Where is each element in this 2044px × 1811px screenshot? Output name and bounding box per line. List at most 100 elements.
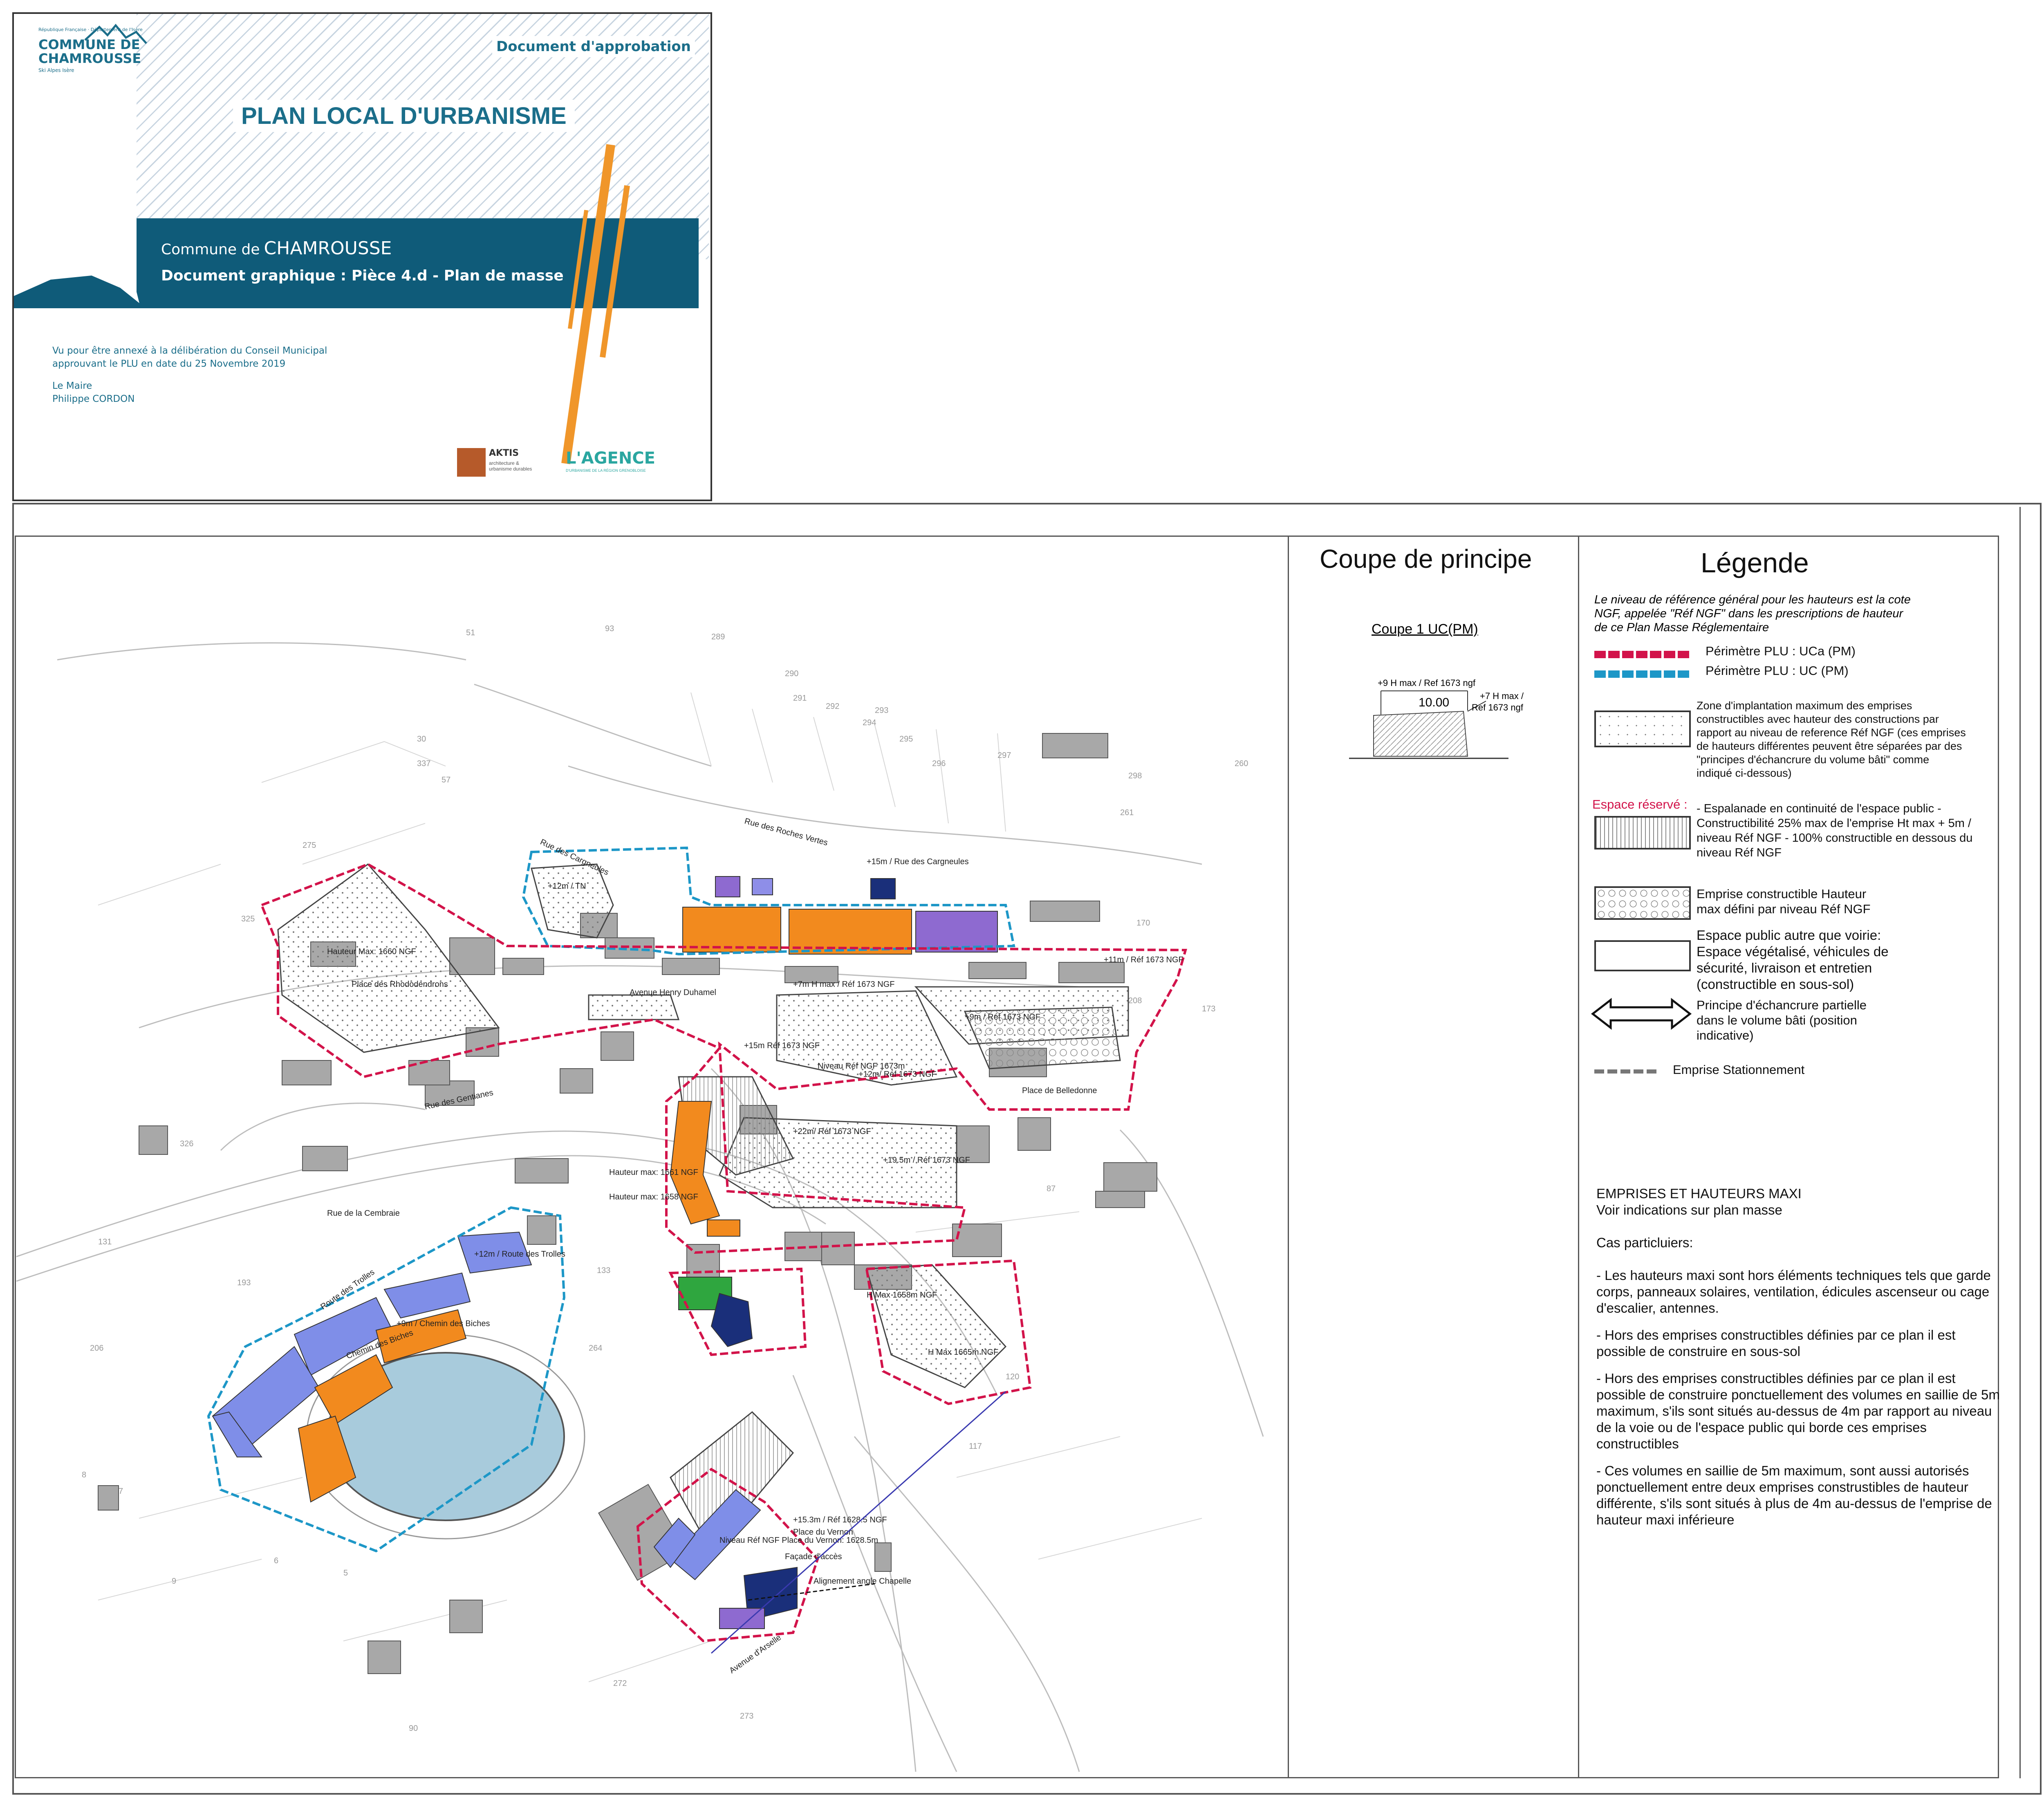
label-12m-tn: +12m / TN (548, 882, 586, 891)
label-place-belledonne: Place de Belledonne (1022, 1086, 1097, 1095)
svg-text:261: 261 (1120, 808, 1134, 817)
legend-column-divider (1578, 536, 1579, 1778)
title-band (14, 218, 699, 308)
commune-logo: République Française · Département de l'… (38, 24, 147, 73)
agence-sub: D'URBANISME DE LA RÉGION GRENOBLOISE (566, 468, 646, 473)
notes-paragraph: - Les hauteurs maxi sont hors éléments t… (1596, 1268, 1991, 1316)
notes-paragraph: - Ces volumes en saillie de 5m maximum, … (1596, 1463, 1992, 1527)
label-9m-chemin-biches: +9m / Chemin des Biches (397, 1319, 490, 1328)
coupe-dimension: 10.00 (1419, 696, 1449, 709)
svg-text:131: 131 (98, 1237, 112, 1246)
aktis-logo-mark (457, 448, 486, 477)
svg-text:208: 208 (1128, 996, 1142, 1005)
outer-margin-line (2019, 507, 2021, 1778)
logo-sub: Ski Alpes Isère (38, 67, 74, 73)
svg-text:120: 120 (1006, 1372, 1019, 1381)
svg-text:275: 275 (303, 841, 316, 850)
label-12m-ref: +12m/ Réf 1673 NGF (858, 1070, 937, 1079)
svg-text:93: 93 (605, 624, 614, 633)
svg-text:173: 173 (1202, 1004, 1215, 1013)
approval-line-1: Vu pour être annexé à la délibération du… (52, 345, 327, 356)
svg-text:325: 325 (241, 914, 255, 923)
svg-text:326: 326 (180, 1139, 193, 1148)
coupe-title: Coupe de principe (1320, 544, 1532, 574)
label-avenue-henry-duhamel: Avenue Henry Duhamel (630, 988, 716, 997)
notes-block: EMPRISES ET HAUTEURS MAXI Voir indicatio… (1596, 1186, 2005, 1539)
svg-text:57: 57 (442, 776, 450, 784)
legend-swatch-implantation (1594, 711, 1691, 747)
coupe-subtitle: Coupe 1 UC(PM) (1372, 621, 1478, 637)
svg-text:337: 337 (417, 759, 430, 768)
logo-name-2: CHAMROUSSE (38, 51, 141, 66)
label-11m-ref: +11m / Réf 1673 NGF (1104, 955, 1183, 964)
svg-text:170: 170 (1136, 919, 1150, 928)
plan-inner-frame (15, 536, 1999, 1778)
aktis-sub: architecture & urbanisme durables (489, 460, 532, 472)
svg-text:291: 291 (793, 694, 807, 703)
aktis-name: AKTIS (489, 448, 519, 458)
notes-heading-2: Voir indications sur plan masse (1596, 1202, 1782, 1217)
existing-buildings (98, 733, 1157, 1674)
svg-text:264: 264 (589, 1344, 602, 1353)
svg-text:290: 290 (785, 669, 798, 678)
label-niveau-vernon: Niveau Réf NGF Place du Vernon: 1628.5m (719, 1536, 878, 1545)
alignment-line (748, 1583, 875, 1601)
legend-title: Légende (1701, 547, 1809, 578)
label-place-rhododendrons: Place des Rhododendrons (352, 980, 448, 989)
logo-tagline: République Française · Département de l'… (38, 27, 143, 32)
svg-text:7: 7 (119, 1487, 123, 1496)
svg-text:293: 293 (875, 706, 888, 715)
coupe-height-right-1: +7 H max / (1480, 691, 1524, 701)
legend-swatch-uca (1594, 651, 1691, 658)
svg-text:6: 6 (274, 1556, 278, 1565)
svg-text:51: 51 (466, 628, 475, 637)
label-hmax-1665: H Max 1665m NGF (928, 1348, 998, 1357)
svg-text:292: 292 (826, 702, 839, 711)
svg-text:295: 295 (899, 735, 913, 744)
legend-swatch-espace-public (1594, 940, 1691, 971)
legend-swatch-stationnement (1594, 1069, 1660, 1074)
legend-label-implantation: Zone d'implantation maximum des emprises… (1697, 699, 1966, 779)
svg-text:9: 9 (172, 1577, 176, 1586)
mayor-title: Le Maire (52, 381, 92, 391)
agence-name: L'AGENCE (566, 449, 656, 468)
commune-name: CHAMROUSSE (264, 238, 392, 259)
legend-swatch-uc (1594, 670, 1691, 678)
svg-text:30: 30 (417, 735, 426, 744)
parcel-lines (98, 692, 1202, 1682)
svg-text:87: 87 (1047, 1184, 1056, 1193)
svg-text:193: 193 (237, 1278, 251, 1287)
title-sheet: République Française · Département de l'… (12, 12, 712, 501)
svg-text:8: 8 (82, 1470, 86, 1479)
plan-de-masse-map: Rue des Roches Vertes Rue des Cargneules… (16, 624, 1264, 1772)
label-19-5m-ref: +19.5m / Réf 1673 NGF (883, 1156, 970, 1165)
approval-block: Vu pour être annexé à la délibération du… (52, 344, 327, 406)
label-rue-cembraie: Rue de la Cembraie (327, 1209, 400, 1218)
label-niveau-ref: Niveau Réf NGF 1673m (818, 1062, 905, 1071)
label-hmax-1658: H Max 1658m NGF (867, 1291, 937, 1300)
label-hauteur-1661: Hauteur max: 1661 NGF (609, 1168, 698, 1177)
svg-text:206: 206 (90, 1344, 103, 1353)
label-place-vernon: Place du Vernon (793, 1528, 853, 1537)
label-22m-ref: +22m/ Réf 1673 NGF (793, 1127, 871, 1136)
svg-text:90: 90 (409, 1724, 418, 1733)
legend-intro: Le niveau de référence général pour les … (1594, 593, 1911, 634)
svg-text:296: 296 (932, 759, 946, 768)
label-9m-ref: +9m / Réf 1673 NGF (965, 1013, 1040, 1022)
legend-label-uc: Périmètre PLU : UC (PM) (1706, 663, 1849, 678)
notes-paragraph: - Hors des emprises constructibles défin… (1596, 1327, 1956, 1359)
constructible-zones (277, 863, 1129, 1552)
mayor-name: Philippe CORDON (52, 394, 135, 404)
legend-label-esplanade: - Espalanade en continuité de l'espace p… (1697, 802, 1973, 859)
svg-text:117: 117 (969, 1442, 982, 1451)
coupe-height-right-2: Ref 1673 ngf (1472, 702, 1524, 713)
legend-label-stationnement: Emprise Stationnement (1673, 1062, 1805, 1077)
plu-title: PLAN LOCAL D'URBANISME (233, 100, 575, 132)
svg-text:133: 133 (597, 1266, 610, 1275)
notes-cases-title: Cas particluiers: (1596, 1235, 1693, 1250)
main-sheet-frame (12, 503, 2042, 1795)
map-column-divider (1288, 536, 1289, 1778)
legend-swatch-esplanade (1594, 816, 1691, 849)
label-hauteur-1658: Hauteur max: 1658 NGF (609, 1192, 698, 1201)
